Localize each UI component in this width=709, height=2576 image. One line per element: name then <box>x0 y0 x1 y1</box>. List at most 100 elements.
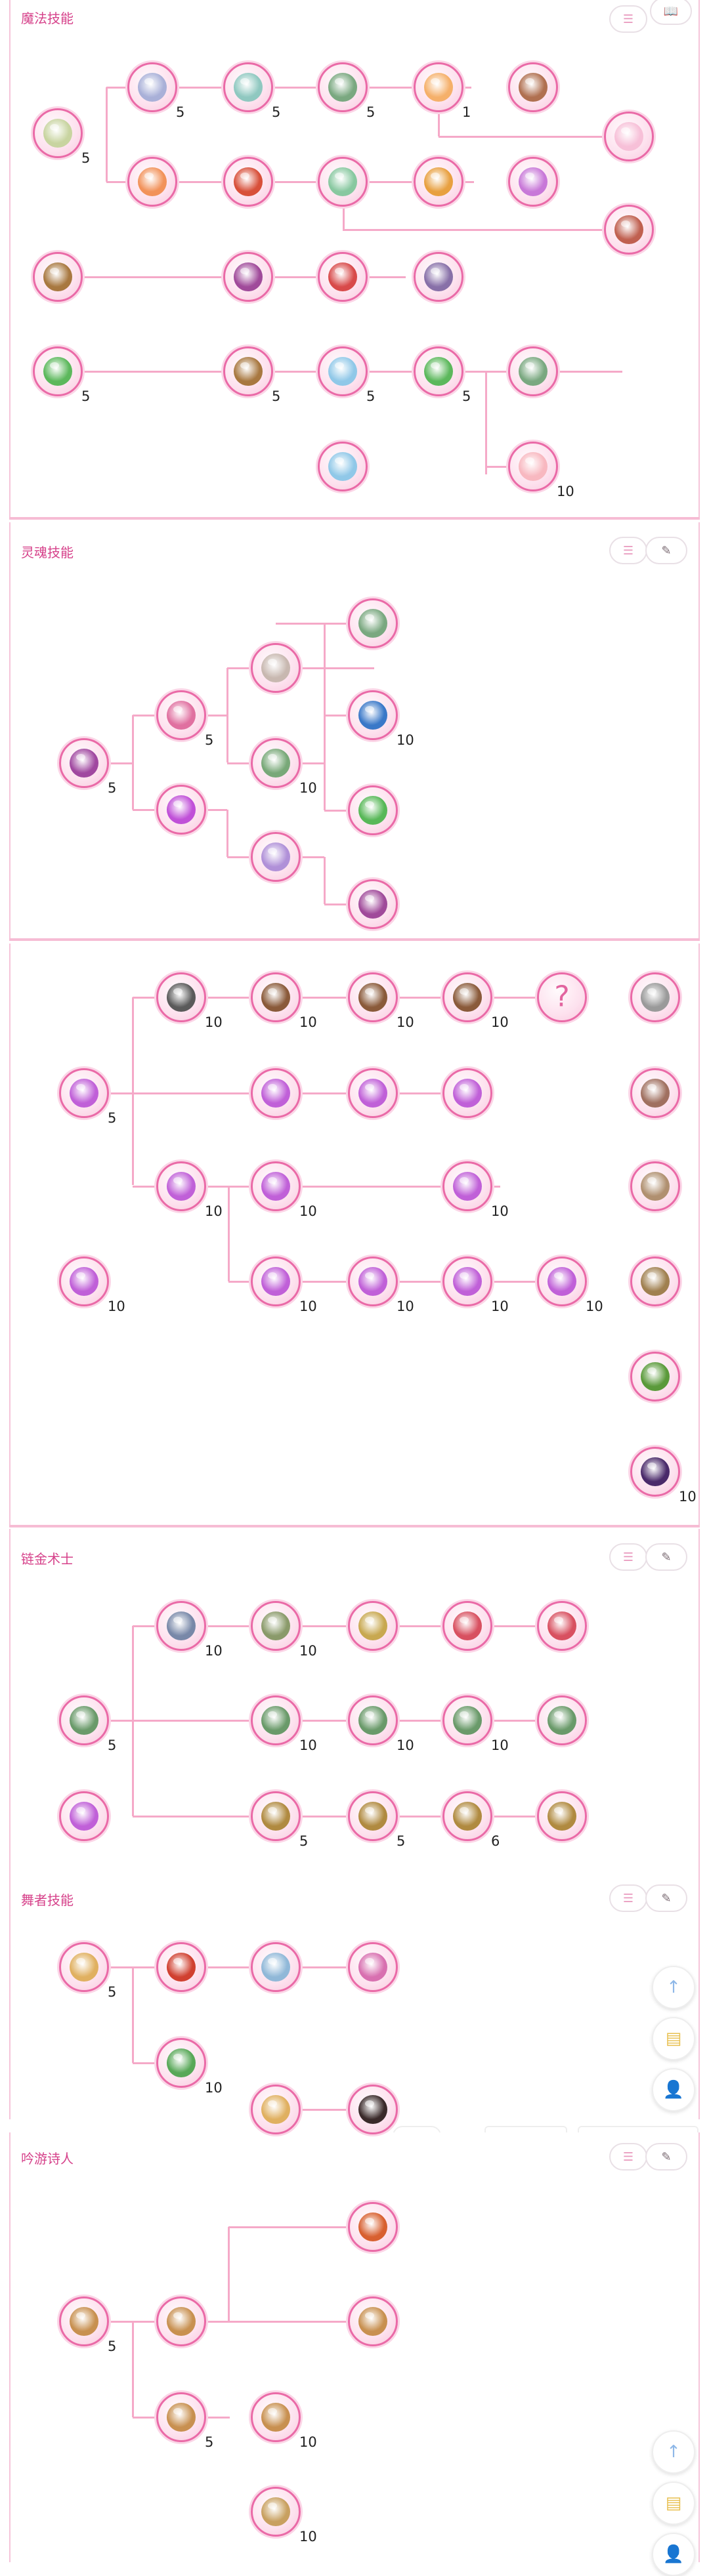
skill-node[interactable] <box>251 2085 301 2134</box>
skill-node[interactable] <box>251 738 301 788</box>
skill-node[interactable] <box>414 62 463 112</box>
list-view-button[interactable]: ☰ <box>609 537 647 564</box>
skill-node[interactable] <box>348 690 398 740</box>
skill-node[interactable] <box>156 690 206 740</box>
skill-node[interactable] <box>537 1791 587 1841</box>
skill-node[interactable] <box>348 1068 398 1118</box>
list-view-button[interactable]: ☰ <box>609 2143 647 2171</box>
skill-node[interactable] <box>251 832 301 882</box>
skill-node[interactable] <box>442 1068 492 1118</box>
skill-node[interactable] <box>59 738 109 788</box>
skill-node[interactable] <box>630 1068 680 1118</box>
skill-node[interactable] <box>59 1695 109 1745</box>
skill-node[interactable] <box>630 1161 680 1211</box>
skill-node[interactable] <box>156 2038 206 2088</box>
skill-node[interactable] <box>127 62 177 112</box>
skill-node[interactable] <box>537 1601 587 1651</box>
skill-node[interactable] <box>442 972 492 1022</box>
list-view-button[interactable]: ☰ <box>609 1884 647 1912</box>
skill-node[interactable] <box>318 252 368 302</box>
skill-node[interactable] <box>156 1942 206 1992</box>
skill-node[interactable] <box>348 1942 398 1992</box>
skill-node[interactable] <box>318 157 368 207</box>
contact-button[interactable]: 👤 <box>652 2533 695 2576</box>
skill-node[interactable] <box>33 108 83 158</box>
skill-node[interactable] <box>59 2296 109 2346</box>
skill-node[interactable] <box>442 1695 492 1745</box>
skill-node[interactable] <box>442 1791 492 1841</box>
skill-node[interactable] <box>348 598 398 648</box>
skill-node[interactable] <box>348 2085 398 2134</box>
skill-node[interactable] <box>156 2392 206 2442</box>
skill-node[interactable] <box>630 1352 680 1402</box>
skill-node[interactable] <box>251 1942 301 1992</box>
skill-node[interactable] <box>251 1601 301 1651</box>
skill-node[interactable] <box>59 1791 109 1841</box>
skill-node[interactable] <box>414 346 463 396</box>
scroll-top-button[interactable]: ↑ <box>652 2430 695 2474</box>
skill-node[interactable] <box>348 972 398 1022</box>
skill-node[interactable] <box>251 2487 301 2537</box>
skill-node[interactable] <box>223 157 273 207</box>
skill-node[interactable] <box>223 62 273 112</box>
skill-node[interactable] <box>348 2296 398 2346</box>
skill-node[interactable] <box>59 1257 109 1306</box>
skill-node[interactable] <box>508 442 558 491</box>
scroll-top-button[interactable]: ↑ <box>652 1966 695 2009</box>
skill-node[interactable] <box>33 346 83 396</box>
skill-node[interactable] <box>156 1601 206 1651</box>
edit-button[interactable]: ✎ <box>645 1884 687 1912</box>
skill-node[interactable] <box>223 252 273 302</box>
edit-button[interactable]: ✎ <box>645 2143 687 2171</box>
skill-node[interactable] <box>348 785 398 835</box>
edit-button[interactable]: ✎ <box>645 537 687 564</box>
skill-node[interactable] <box>59 1068 109 1118</box>
skill-node[interactable] <box>251 643 301 693</box>
skill-node[interactable] <box>442 1257 492 1306</box>
skill-node[interactable] <box>414 157 463 207</box>
skill-node[interactable] <box>251 2392 301 2442</box>
skill-node[interactable] <box>537 1695 587 1745</box>
list-view-button[interactable]: ☰ <box>609 1543 647 1571</box>
skill-node[interactable] <box>348 1257 398 1306</box>
skill-node[interactable] <box>318 346 368 396</box>
skill-node[interactable] <box>251 1257 301 1306</box>
skill-node[interactable] <box>630 1447 680 1497</box>
skill-node[interactable] <box>251 972 301 1022</box>
skill-node[interactable] <box>348 879 398 929</box>
skill-node[interactable] <box>508 157 558 207</box>
skill-node[interactable] <box>508 346 558 396</box>
book-button[interactable]: 📖 <box>650 0 692 25</box>
skill-node[interactable] <box>348 1791 398 1841</box>
skill-node[interactable] <box>59 1942 109 1992</box>
skill-node[interactable] <box>348 2202 398 2252</box>
skill-node[interactable] <box>537 1257 587 1306</box>
skill-node[interactable] <box>630 972 680 1022</box>
skill-node[interactable] <box>442 1601 492 1651</box>
skill-node[interactable] <box>414 252 463 302</box>
skill-node[interactable] <box>156 785 206 835</box>
skill-node[interactable] <box>508 62 558 112</box>
skill-node[interactable] <box>156 2296 206 2346</box>
edit-button[interactable]: ✎ <box>645 1543 687 1571</box>
skill-node[interactable] <box>318 62 368 112</box>
skill-node[interactable] <box>33 252 83 302</box>
note-button[interactable]: ▤ <box>652 2017 695 2060</box>
skill-node[interactable]: ? <box>537 972 587 1022</box>
skill-node[interactable] <box>156 1161 206 1211</box>
skill-node[interactable] <box>251 1161 301 1211</box>
skill-node[interactable] <box>630 1257 680 1306</box>
skill-node[interactable] <box>127 157 177 207</box>
skill-node[interactable] <box>156 972 206 1022</box>
skill-node[interactable] <box>604 112 654 161</box>
skill-node[interactable] <box>251 1695 301 1745</box>
skill-node[interactable] <box>251 1791 301 1841</box>
skill-node[interactable] <box>318 442 368 491</box>
skill-node[interactable] <box>251 1068 301 1118</box>
skill-node[interactable] <box>348 1601 398 1651</box>
contact-button[interactable]: 👤 <box>652 2068 695 2111</box>
note-button[interactable]: ▤ <box>652 2482 695 2525</box>
skill-node[interactable] <box>348 1695 398 1745</box>
skill-node[interactable] <box>223 346 273 396</box>
skill-node[interactable] <box>442 1161 492 1211</box>
